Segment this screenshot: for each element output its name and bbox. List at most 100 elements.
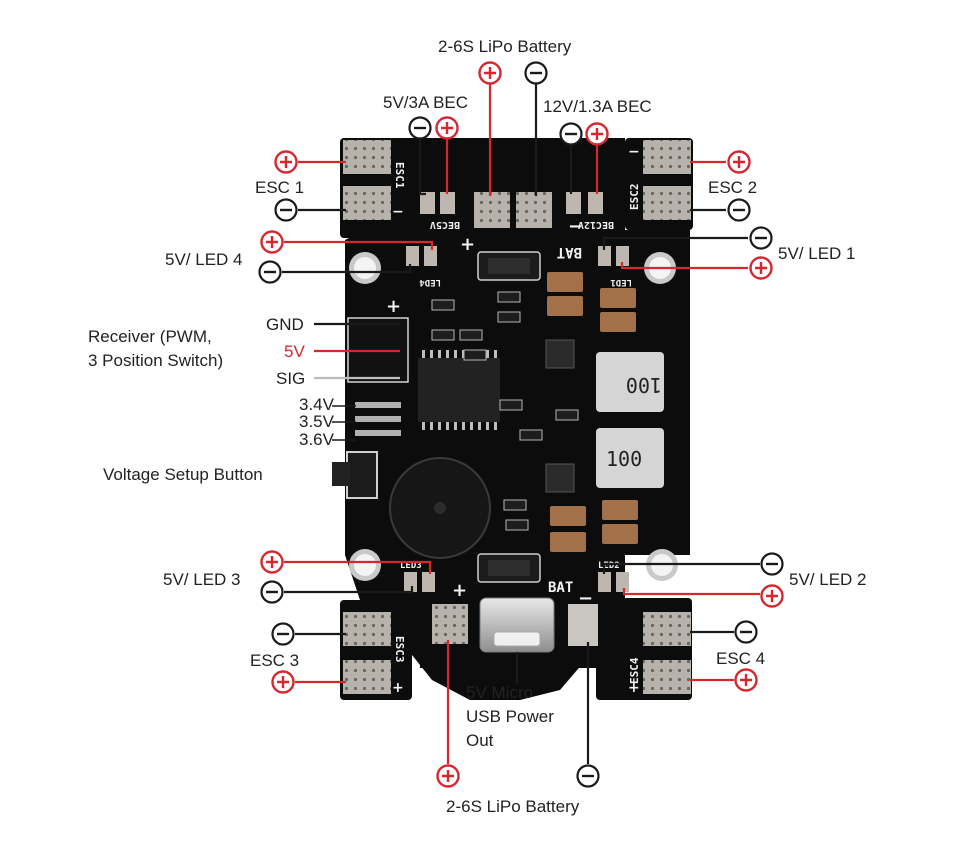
plus-marker-esc4 xyxy=(734,668,758,692)
callout-lines xyxy=(282,83,760,764)
minus-marker-esc4 xyxy=(734,620,758,644)
bec5v-pad-negative xyxy=(420,192,435,214)
top-pads xyxy=(420,192,603,228)
svg-text:−: − xyxy=(392,204,404,220)
label-led1: 5V/ LED 1 xyxy=(778,244,856,263)
coil-label-bottom: 100 xyxy=(606,447,642,471)
silk-bec12v: BEC12V xyxy=(578,219,614,230)
battery-pad-positive-top xyxy=(474,192,510,228)
label-5v: 5V xyxy=(284,342,305,361)
label-battery-top: 2-6S LiPo Battery xyxy=(438,37,572,56)
led1-pad-positive xyxy=(616,246,629,266)
mounting-holes xyxy=(349,252,678,581)
plus-marker-led3 xyxy=(260,550,284,574)
minus-marker-bec5v xyxy=(408,116,432,140)
components xyxy=(332,251,664,583)
led2-pad-positive xyxy=(616,572,629,592)
silk-led2: LED2 xyxy=(598,561,620,571)
plus-marker-esc1 xyxy=(274,150,298,174)
silk-led4: LED4 xyxy=(419,277,441,287)
svg-text:−: − xyxy=(578,588,593,609)
minus-marker-esc2 xyxy=(727,198,751,222)
svg-text:+: + xyxy=(452,580,467,601)
silk-esc2: ESC2 xyxy=(628,184,641,211)
label-led4: 5V/ LED 4 xyxy=(165,250,243,269)
led-pads xyxy=(404,246,629,592)
led1-pad-negative xyxy=(598,246,611,266)
minus-marker-battery-bottom xyxy=(576,764,600,788)
plus-marker-esc3 xyxy=(271,670,295,694)
silk-esc3: ESC3 xyxy=(393,636,406,663)
minus-marker-led1 xyxy=(749,226,773,250)
svg-text:−: − xyxy=(628,144,640,160)
polarity-markers xyxy=(258,61,784,788)
plus-marker-led1 xyxy=(749,256,773,280)
esc1-pad-negative xyxy=(343,186,391,220)
esc1-pad-positive xyxy=(343,140,391,174)
label-led2: 5V/ LED 2 xyxy=(789,570,867,589)
plus-marker-led2 xyxy=(760,584,784,608)
minus-marker-battery-top xyxy=(524,61,548,85)
label-usb-line3: Out xyxy=(466,731,494,750)
esc3-pad-positive xyxy=(343,660,391,694)
label-battery-bottom: 2-6S LiPo Battery xyxy=(446,797,580,816)
label-gnd: GND xyxy=(266,315,304,334)
esc2-pad-positive xyxy=(643,140,691,174)
led3-pad-negative xyxy=(422,572,435,592)
label-esc4: ESC 4 xyxy=(716,649,765,668)
label-bec-12v: 12V/1.3A BEC xyxy=(543,97,652,116)
plus-marker-battery-bottom xyxy=(436,764,460,788)
svg-text:+: + xyxy=(386,296,401,317)
label-usb-line2: USB Power xyxy=(466,707,554,726)
led3-pad-positive xyxy=(404,572,417,592)
label-voltage-button: Voltage Setup Button xyxy=(103,465,263,484)
label-3-5v: 3.5V xyxy=(299,412,335,431)
minus-marker-led3 xyxy=(260,580,284,604)
led4-pad-positive xyxy=(424,246,437,266)
silk-bec5v: BEC5V xyxy=(430,219,460,230)
minus-marker-esc3 xyxy=(271,622,295,646)
svg-text:+: + xyxy=(460,234,475,255)
silk-led1: LED1 xyxy=(610,277,632,287)
label-esc3: ESC 3 xyxy=(250,651,299,670)
led4-pad-negative xyxy=(406,246,419,266)
plus-marker-bec12v xyxy=(585,122,609,146)
board-silkscreen: ESC1 ESC2 ESC3 ESC4 BEC5V BEC12V BAT BAT… xyxy=(386,144,662,696)
battery-pad-positive-bottom xyxy=(432,604,468,644)
label-sig: SIG xyxy=(276,369,305,388)
esc2-pad-negative xyxy=(643,186,691,220)
minus-marker-led4 xyxy=(258,260,282,284)
label-receiver-line2: 3 Position Switch) xyxy=(88,351,223,370)
svg-text:−: − xyxy=(568,216,583,237)
callout-labels: 2-6S LiPo Battery 5V/3A BEC 12V/1.3A BEC… xyxy=(88,37,867,816)
battery-pad-negative-top xyxy=(516,192,552,228)
esc-pads xyxy=(343,140,691,694)
svg-text:+: + xyxy=(392,680,404,696)
led2-pad-negative xyxy=(598,572,611,592)
label-usb-line1: 5V Micro xyxy=(466,683,533,702)
label-esc2: ESC 2 xyxy=(708,178,757,197)
label-esc1: ESC 1 xyxy=(255,178,304,197)
coil-label-top: 100 xyxy=(626,373,662,397)
bec5v-pad-positive xyxy=(440,192,455,214)
bec12v-pad-positive xyxy=(588,192,603,214)
silk-esc1: ESC1 xyxy=(393,162,406,189)
label-led3: 5V/ LED 3 xyxy=(163,570,241,589)
label-3-6v: 3.6V xyxy=(299,430,335,449)
esc4-pad-negative xyxy=(643,612,691,646)
label-receiver-line1: Receiver (PWM, xyxy=(88,327,212,346)
esc3-pad-negative xyxy=(343,612,391,646)
silk-esc4: ESC4 xyxy=(628,657,641,684)
minus-marker-bec12v xyxy=(559,122,583,146)
svg-text:+: + xyxy=(628,680,640,696)
silk-led3: LED3 xyxy=(400,561,422,571)
bottom-pads xyxy=(432,597,598,653)
plus-marker-led4 xyxy=(260,230,284,254)
silk-bat-bottom: BAT xyxy=(548,580,573,596)
minus-marker-led2 xyxy=(760,552,784,576)
silk-bat-top: BAT xyxy=(557,244,582,260)
battery-pad-negative-bottom xyxy=(568,604,598,646)
plus-marker-bec5v xyxy=(435,116,459,140)
label-bec-5v: 5V/3A BEC xyxy=(383,93,468,112)
